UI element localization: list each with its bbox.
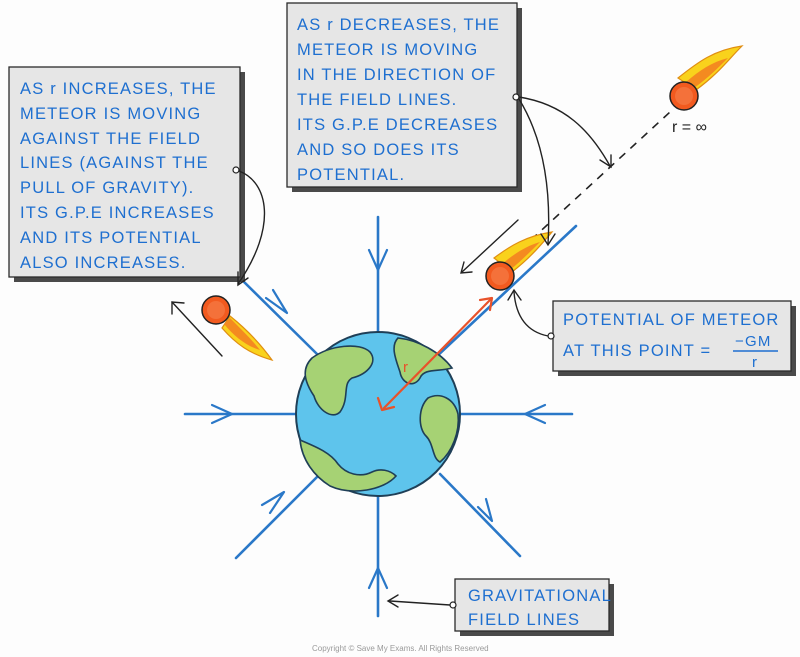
meteor-far-icon: [669, 45, 744, 111]
callout-line: ITS G.P.E DECREASES: [297, 116, 498, 134]
field-line-southeast: [438, 472, 522, 558]
outward-direction-arrow: [171, 301, 223, 357]
field-line-arrow: [523, 403, 547, 425]
callout-line: ALSO INCREASES.: [20, 254, 187, 272]
potential-callout-connector: [507, 288, 555, 340]
potential-line1: POTENTIAL OF METEOR: [563, 311, 780, 329]
field-line-arrow: [476, 497, 494, 523]
potential-line2: AT THIS POINT =: [563, 342, 711, 360]
meteor-outward-icon: [201, 295, 274, 362]
callout-line: AS r INCREASES, THE: [20, 80, 217, 98]
inward-direction-arrow: [460, 219, 519, 274]
left-callout-connector: [232, 166, 266, 287]
meteor-path-dashed: [519, 111, 671, 251]
field-line-arrow: [367, 248, 389, 272]
callout-line: ITS G.P.E INCREASES: [20, 204, 215, 222]
callout-r-decreases: AS r DECREASES, THE METEOR IS MOVING IN …: [286, 2, 522, 192]
callout-line: PULL OF GRAVITY).: [20, 179, 194, 197]
field-line-southwest: [234, 472, 322, 560]
formula-numerator: −GM: [735, 333, 772, 350]
callout-line: LINES (AGAINST THE: [20, 154, 209, 172]
callout-potential-formula: POTENTIAL OF METEOR AT THIS POINT = −GM …: [552, 300, 796, 376]
field-line-northeast: [434, 224, 578, 359]
copyright-notice: Copyright © Save My Exams. All Rights Re…: [312, 644, 489, 653]
callout-line: AND ITS POTENTIAL: [20, 229, 202, 247]
callout-line: AND SO DOES ITS: [297, 141, 460, 159]
radius-label: r: [403, 359, 408, 376]
callout-line: THE FIELD LINES.: [297, 91, 457, 109]
field-line-arrow: [264, 288, 289, 315]
field-box-line: FIELD LINES: [468, 611, 580, 629]
callout-r-increases: AS r INCREASES, THE METEOR IS MOVING AGA…: [8, 66, 245, 282]
field-callout-connector: [386, 594, 457, 609]
field-line-arrow: [260, 490, 286, 515]
infinity-label: r = ∞: [672, 119, 707, 136]
callout-line: METEOR IS MOVING: [297, 41, 478, 59]
field-box-line: GRAVITATIONAL: [468, 587, 612, 605]
callout-line: POTENTIAL.: [297, 166, 405, 184]
top-callout-connector: [512, 93, 612, 247]
callout-line: IN THE DIRECTION OF: [297, 66, 496, 84]
field-line-arrow: [210, 403, 234, 425]
callout-line: AS r DECREASES, THE: [297, 16, 500, 34]
formula-denominator: r: [752, 354, 758, 371]
meteor-near-icon: [485, 231, 554, 291]
field-lines: [183, 215, 578, 618]
callout-gravitational-field-lines: GRAVITATIONAL FIELD LINES: [454, 578, 614, 636]
radius-arrow: r: [376, 296, 494, 412]
callout-line: METEOR IS MOVING: [20, 105, 201, 123]
field-line-northwest: [236, 274, 320, 357]
field-line-arrow: [367, 566, 389, 590]
callout-line: AGAINST THE FIELD: [20, 130, 201, 148]
